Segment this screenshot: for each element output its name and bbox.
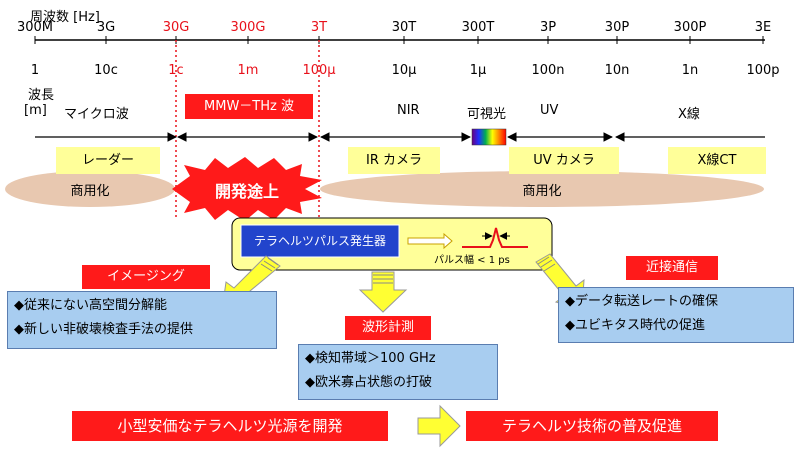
freq-tick-label: 3P — [539, 20, 557, 35]
freq-tick-label: 30P — [604, 20, 630, 35]
wave-tick-label: 100p — [746, 63, 780, 78]
wave-tick-label: 100n — [531, 63, 565, 78]
imaging-title: イメージング — [82, 265, 210, 289]
imaging-item: ◆従来にない高空間分解能 — [14, 298, 167, 313]
waveform-item: ◆検知帯域＞100 GHz — [305, 351, 436, 366]
waveform-title: 波形計測 — [345, 316, 431, 340]
app-ir-camera: IR カメラ — [348, 147, 440, 174]
band-microwave: マイクロ波 — [64, 107, 129, 122]
arrow-to-waveform — [358, 271, 408, 313]
freq-tick-label: 3T — [310, 20, 328, 35]
wave-unit-label-1: 波長 — [28, 88, 55, 103]
wave-tick-label: 10μ — [391, 63, 417, 78]
bottom-right-banner: テラヘルツ技術の普及促進 — [466, 411, 718, 441]
freq-unit-label: 周波数 [Hz] — [30, 10, 100, 25]
waveform-box: ◆検知帯域＞100 GHz ◆欧米寡占状態の打破 — [298, 344, 498, 400]
wave-unit-label-2: [m] — [24, 103, 47, 118]
freq-tick-label: 30G — [162, 20, 190, 35]
ellipse-commercial-right — [320, 171, 764, 207]
waveform-item: ◆欧米寡占状態の打破 — [305, 375, 432, 390]
developing-starburst — [172, 157, 322, 221]
freq-tick-label: 3G — [96, 20, 116, 35]
wave-tick-label: 100μ — [302, 63, 336, 78]
comm-item: ◆ユビキタス時代の促進 — [565, 318, 705, 333]
freq-tick-label: 300M — [16, 20, 54, 35]
generator-label: テラヘルツパルス発生器 — [253, 234, 386, 248]
status-commercial-left: 商用化 — [70, 184, 110, 199]
band-nir: NIR — [397, 103, 420, 118]
freq-tick-label: 300T — [461, 20, 495, 35]
wave-tick-label: 10c — [94, 63, 118, 78]
band-visible: 可視光 — [467, 107, 507, 122]
pulse-width-label: パルス幅 < 1 ps — [434, 255, 510, 266]
pulse-waveform-icon — [462, 227, 528, 248]
wave-tick-label: 1c — [168, 63, 184, 78]
comm-item: ◆データ転送レートの確保 — [565, 294, 718, 309]
comm-box: ◆データ転送レートの確保 ◆ユビキタス時代の促進 — [558, 287, 794, 343]
imaging-box: ◆従来にない高空間分解能 ◆新しい非破壊検査手法の提供 — [7, 291, 277, 349]
app-radar: レーダー — [56, 147, 160, 174]
wave-tick-label: 1μ — [469, 63, 487, 78]
wave-tick-label: 1 — [30, 63, 40, 78]
wave-tick-label: 1m — [237, 63, 259, 78]
app-xray-ct: X線CT — [668, 147, 766, 174]
wave-tick-label: 1n — [681, 63, 699, 78]
band-xray: X線 — [678, 107, 700, 122]
status-commercial-right: 商用化 — [522, 184, 562, 199]
freq-tick-label: 30T — [391, 20, 417, 35]
status-developing: 開発途上 — [214, 182, 280, 201]
comm-title: 近接通信 — [626, 256, 718, 280]
app-uv-camera: UV カメラ — [509, 147, 619, 174]
wave-tick-label: 10n — [604, 63, 630, 78]
imaging-item: ◆新しい非破壊検査手法の提供 — [14, 322, 193, 337]
bottom-left-banner: 小型安価なテラヘルツ光源を開発 — [72, 411, 388, 441]
arrow-bottom-right — [417, 404, 461, 448]
generator-box — [240, 224, 400, 258]
freq-tick-label: 3E — [754, 20, 772, 35]
band-uv: UV — [540, 103, 559, 118]
freq-tick-label: 300P — [673, 20, 707, 35]
band-mmw-thz: MMW－THz 波 — [185, 94, 313, 119]
hollow-arrow-icon — [407, 232, 453, 250]
freq-tick-label: 300G — [230, 20, 266, 35]
visible-spectrum-bar — [471, 128, 507, 146]
ellipse-commercial-left — [5, 171, 175, 207]
